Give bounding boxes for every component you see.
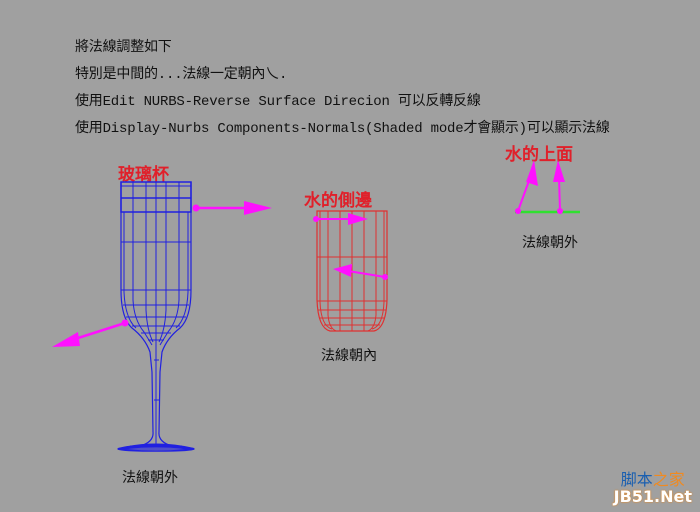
glass-wireframe [117, 181, 195, 452]
water-top-surface [515, 160, 580, 214]
arrow-up-icon [553, 160, 565, 182]
water-top-title: 水的上面 [505, 145, 573, 165]
arrow-left-down-icon [52, 332, 80, 347]
glass-caption: 法線朝外 [122, 470, 178, 486]
watermark-line-2: JB51.Net [613, 487, 692, 507]
arrow-right-icon [244, 201, 272, 215]
note-line-1: 將法線調整如下 [75, 40, 172, 56]
arrow-right-icon [348, 213, 368, 225]
watermark-line-1: 脚本之家 [614, 471, 692, 489]
glass-normal-arrows [52, 201, 272, 347]
watermark: 脚本之家 JB51.Net [614, 471, 692, 506]
water-top-caption: 法線朝外 [522, 235, 578, 251]
water-side-wireframe [316, 210, 388, 332]
water-side-caption: 法線朝內 [321, 348, 377, 364]
watermark-brand-b: 之家 [652, 469, 685, 489]
note-line-2: 特別是中間的...法線一定朝內乀. [75, 67, 288, 83]
watermark-brand-a: 脚本 [620, 469, 653, 489]
glass-title: 玻璃杯 [118, 165, 169, 185]
arrow-up-icon [526, 160, 538, 186]
note-line-3: 使用Edit NURBS-Reverse Surface Direcion 可以… [75, 94, 481, 110]
arrow-left-icon [333, 264, 352, 277]
water-side-title: 水的側邊 [304, 191, 372, 211]
note-line-4: 使用Display-Nurbs Components-Normals(Shade… [75, 121, 610, 137]
water-side-normal-arrows [313, 213, 388, 280]
